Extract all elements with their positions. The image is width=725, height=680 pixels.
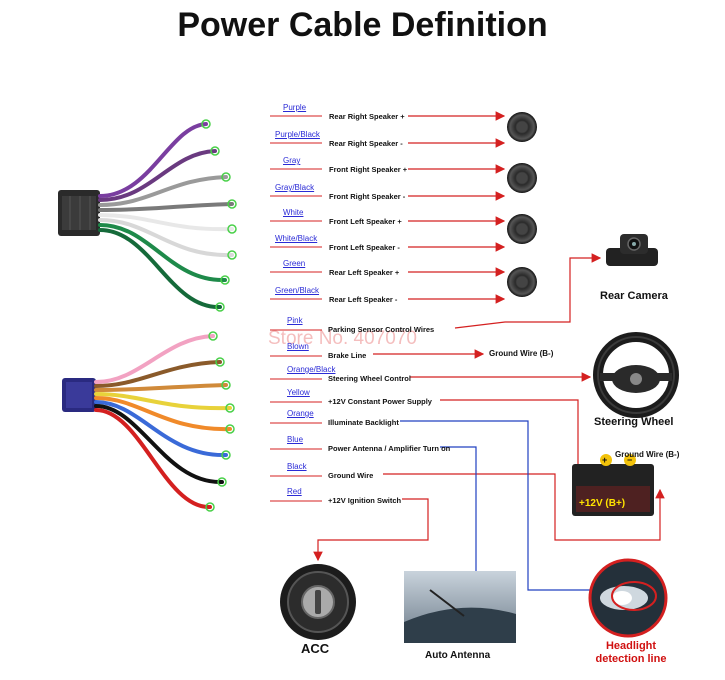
speaker-icons bbox=[507, 112, 537, 297]
wire-node bbox=[217, 477, 227, 487]
power-connector bbox=[62, 378, 96, 412]
wire-node bbox=[227, 224, 237, 234]
wire-function-label: +12V Ignition Switch bbox=[328, 496, 402, 505]
wire-node bbox=[215, 357, 225, 367]
wire-node bbox=[225, 424, 235, 434]
speaker-wire bbox=[98, 213, 234, 232]
power-wire bbox=[94, 408, 212, 510]
wire-function-label: Front Right Speaker - bbox=[329, 192, 406, 201]
battery-ground-label: Ground Wire (B-) bbox=[615, 450, 680, 459]
wire-node bbox=[227, 199, 237, 209]
power-wire-group bbox=[94, 329, 322, 512]
svg-text:+: + bbox=[602, 455, 607, 465]
power-wire bbox=[94, 400, 228, 458]
wire-node bbox=[205, 502, 215, 512]
speaker-connector bbox=[58, 190, 100, 236]
steering-wheel-caption: Steering Wheel bbox=[594, 416, 674, 428]
wire-color-label: Gray/Black bbox=[275, 183, 315, 192]
speaker-wire bbox=[98, 149, 217, 202]
power-wire bbox=[94, 334, 215, 384]
ground-line bbox=[383, 473, 665, 541]
power-wire bbox=[94, 404, 224, 485]
wire-node bbox=[208, 331, 218, 341]
wire-color-label: Orange/Black bbox=[287, 365, 336, 374]
headlight-icon bbox=[588, 558, 668, 638]
headlight-caption: Headlight detection line bbox=[595, 640, 667, 665]
wire-color-label: Blue bbox=[287, 435, 304, 444]
wire-function-label: Front Left Speaker + bbox=[329, 217, 402, 226]
wire-node bbox=[227, 250, 237, 260]
battery-icon: + − bbox=[572, 454, 654, 516]
wire-function-label: Rear Right Speaker - bbox=[329, 139, 403, 148]
speaker-wire bbox=[98, 202, 234, 212]
wire-color-label: Black bbox=[287, 462, 307, 471]
wire-function-label: Rear Right Speaker + bbox=[329, 112, 405, 121]
speaker-wire bbox=[98, 218, 234, 258]
wire-function-label: Rear Left Speaker + bbox=[329, 268, 400, 277]
wire-function-label: Illuminate Backlight bbox=[328, 418, 399, 427]
wire-node bbox=[220, 275, 230, 285]
ignition-switch-icon bbox=[280, 564, 356, 640]
wire-function-label: Steering Wheel Control bbox=[328, 374, 411, 383]
power-wire bbox=[94, 383, 228, 392]
wire-function-label: Front Right Speaker + bbox=[329, 165, 408, 174]
rear-camera-caption: Rear Camera bbox=[600, 290, 668, 302]
power-wire bbox=[94, 392, 232, 411]
wire-function-label: Front Left Speaker - bbox=[329, 243, 400, 252]
watermark: Store No. 407070 bbox=[268, 328, 417, 349]
wire-color-label: Gray bbox=[283, 156, 301, 165]
wire-node bbox=[225, 403, 235, 413]
speaker-icon bbox=[507, 112, 537, 142]
wire-color-label: White bbox=[283, 208, 304, 217]
wire-color-label: White/Black bbox=[275, 234, 318, 243]
wire-color-label: Purple/Black bbox=[275, 130, 320, 139]
speaker-wire bbox=[98, 228, 222, 310]
wire-node bbox=[210, 146, 220, 156]
brake-ground-label: Ground Wire (B-) bbox=[489, 349, 554, 358]
wire-node bbox=[221, 172, 231, 182]
power-wire bbox=[94, 360, 222, 388]
wire-node bbox=[215, 302, 225, 312]
camera-icon bbox=[606, 234, 658, 266]
wire-color-label: Orange bbox=[287, 409, 314, 418]
wire-color-label: Pink bbox=[287, 316, 303, 325]
wire-color-label: Red bbox=[287, 487, 302, 496]
wire-color-label: Purple bbox=[283, 103, 307, 112]
speaker-wire-group bbox=[98, 111, 506, 312]
wire-color-label: Green/Black bbox=[275, 286, 320, 295]
wire-node bbox=[201, 119, 211, 129]
wire-color-label: Yellow bbox=[287, 388, 310, 397]
wire-function-label: Rear Left Speaker - bbox=[329, 295, 398, 304]
wire-function-label: Power Antenna / Amplifier Turn on bbox=[328, 444, 451, 453]
steering-wheel-icon bbox=[593, 332, 679, 418]
power-wire bbox=[94, 396, 232, 432]
speaker-icon bbox=[507, 214, 537, 244]
camera-connector-line bbox=[454, 253, 602, 329]
wire-function-label: Ground Wire bbox=[328, 471, 374, 480]
speaker-wire bbox=[98, 223, 227, 283]
wire-color-label: Green bbox=[283, 259, 306, 268]
ignition-line bbox=[313, 498, 429, 562]
wire-function-label: Parking Sensor Control Wires bbox=[328, 325, 435, 334]
auto-antenna-caption: Auto Antenna bbox=[425, 650, 491, 661]
speaker-icon bbox=[507, 267, 537, 297]
battery-label: +12V (B+) bbox=[579, 498, 626, 509]
wire-color-label: Blown bbox=[287, 342, 309, 351]
car-antenna-icon bbox=[404, 571, 516, 643]
wire-node bbox=[221, 380, 231, 390]
page-title: Power Cable Definition bbox=[177, 6, 548, 44]
wire-node bbox=[221, 450, 231, 460]
wire-function-label: Brake Line bbox=[328, 351, 367, 360]
speaker-wire bbox=[98, 122, 208, 198]
wire-function-label: +12V Constant Power Supply bbox=[328, 397, 432, 406]
svg-text:−: − bbox=[627, 455, 632, 465]
speaker-wire bbox=[98, 175, 228, 207]
speaker-icon bbox=[507, 163, 537, 193]
acc-caption: ACC bbox=[301, 641, 330, 656]
